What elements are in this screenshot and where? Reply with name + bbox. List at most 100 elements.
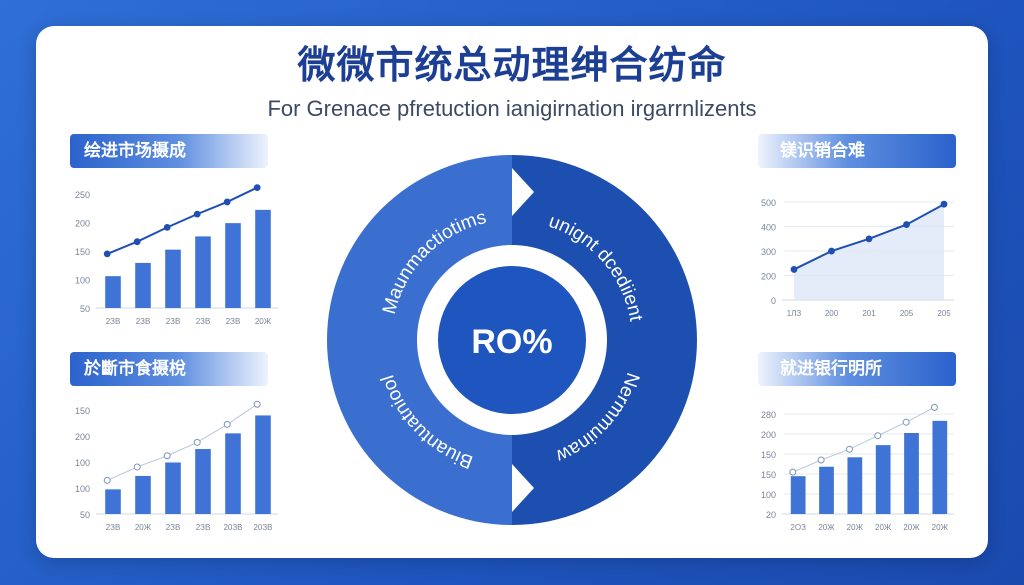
trend-point: [193, 438, 201, 446]
bar: [195, 449, 211, 514]
trend-point: [163, 223, 171, 231]
bar: [875, 445, 891, 514]
trend-point: [930, 403, 938, 411]
x-tick-label: 2ЗВ: [106, 523, 121, 532]
arrow-top-icon: [512, 168, 534, 216]
y-tick-label: 50: [80, 510, 90, 520]
bar: [135, 475, 151, 514]
x-tick-label: 20Ж: [903, 523, 920, 532]
x-tick-label: 20Ж: [875, 523, 892, 532]
x-tick-label: 201: [862, 309, 876, 318]
y-tick-label: 400: [761, 223, 776, 233]
x-tick-label: 2ЗВ: [196, 317, 211, 326]
y-tick-label: 100: [75, 458, 90, 468]
x-tick-label: 1ЛЗ: [787, 309, 802, 318]
panel-label-bottom-right: 就进银行明所: [758, 352, 956, 386]
y-tick-label: 250: [75, 190, 90, 200]
trend-point: [223, 198, 231, 206]
bar: [195, 236, 211, 308]
trend-point: [103, 476, 111, 484]
cycle-ring: RO% Maunmactiotims unignt dcediient Nerm…: [327, 155, 697, 525]
trend-point: [193, 210, 201, 218]
bar: [904, 433, 919, 514]
ring-left-half: [327, 155, 512, 525]
data-point: [828, 247, 835, 255]
trend-line: [106, 186, 258, 255]
bar: [165, 249, 181, 308]
y-tick-label: 100: [761, 490, 776, 500]
data-point: [865, 235, 873, 243]
bar: [255, 415, 271, 514]
x-tick-label: 20Ж: [932, 523, 949, 532]
bar: [790, 476, 806, 514]
center-circle: [438, 266, 586, 414]
trend-line: [792, 406, 935, 473]
x-tick-label: 2ЗВ: [166, 317, 181, 326]
x-tick-label: 20Ж: [135, 523, 152, 532]
x-tick-label: 2ЗВ: [166, 523, 181, 532]
bar: [225, 223, 241, 308]
x-tick-label: 20Ж: [818, 523, 835, 532]
x-tick-label: 2ОЗ: [790, 523, 806, 532]
y-tick-label: 0: [771, 296, 776, 306]
x-tick-label: 20Ж: [847, 523, 864, 532]
y-tick-label: 150: [761, 470, 776, 480]
y-tick-label: 200: [761, 272, 776, 282]
page-title: 微微市统总动理绅合纺命: [297, 43, 727, 87]
x-tick-label: 2ЗВ: [136, 317, 151, 326]
y-tick-label: 150: [75, 406, 90, 416]
trend-point: [253, 184, 261, 191]
area-fill: [794, 204, 944, 300]
y-tick-label: 200: [75, 432, 90, 442]
bar: [105, 276, 121, 308]
x-tick-label: 205: [937, 309, 951, 318]
x-tick-label: 2ЗВ: [196, 523, 211, 532]
x-tick-label: 20ЗВ: [253, 523, 272, 532]
y-tick-label: 50: [80, 304, 90, 314]
chart-top-right: 500 400 300 200 0 1ЛЗ 200 201 205 205: [761, 198, 954, 318]
y-tick-label: 200: [75, 219, 90, 229]
x-tick-label: 20Ж: [255, 317, 272, 326]
y-tick-label: 150: [75, 247, 90, 257]
y-tick-label: 100: [75, 276, 90, 286]
chart-bottom-left: 150 200 100 100 50 2ЗВ 20Ж 2ЗВ 2ЗВ 20ЗВ 20ЗВ: [75, 400, 278, 532]
trend-point: [133, 463, 141, 471]
panel-label-top-left: 绘进市场摄成: [70, 134, 268, 168]
bar: [255, 209, 271, 308]
arrow-bottom-icon: [512, 464, 534, 512]
bar: [819, 466, 834, 514]
y-tick-label: 280: [761, 410, 776, 420]
panel-label-bottom-left: 於斷市食摄梲: [70, 352, 268, 386]
bar: [135, 262, 151, 308]
trend-point: [253, 400, 261, 408]
bar: [165, 462, 181, 514]
center-value: RO%: [471, 323, 552, 361]
bar: [847, 457, 863, 514]
data-point: [790, 266, 798, 273]
y-tick-label: 500: [761, 198, 776, 208]
chart-bottom-right: 280 200 150 150 100 20 2ОЗ 20Ж 20Ж 20Ж 20Ж 20Ж: [761, 403, 954, 532]
trend-point: [902, 418, 910, 426]
data-point: [903, 221, 910, 228]
y-tick-label: 200: [761, 430, 776, 440]
page-subtitle: For Grenace pfretuction ianigirnation ir…: [267, 96, 757, 121]
y-tick-label: 150: [761, 450, 776, 460]
ring-right-half: [512, 155, 697, 525]
x-tick-label: 2ЗВ: [106, 317, 121, 326]
trend-line: [106, 403, 258, 481]
y-tick-label: 300: [761, 247, 776, 257]
bar: [105, 489, 121, 514]
panel-label-top-right: 镁识销合难: [758, 134, 956, 168]
trend-point: [817, 456, 825, 464]
bar: [932, 420, 948, 514]
y-tick-label: 20: [766, 510, 776, 520]
trend-point: [874, 432, 882, 440]
y-tick-label: 100: [75, 484, 90, 494]
data-point: [940, 200, 948, 208]
x-tick-label: 200: [825, 309, 839, 318]
bar: [225, 433, 241, 514]
x-tick-label: 205: [900, 309, 914, 318]
trend-point: [223, 420, 231, 428]
x-tick-label: 20ЗВ: [223, 523, 242, 532]
